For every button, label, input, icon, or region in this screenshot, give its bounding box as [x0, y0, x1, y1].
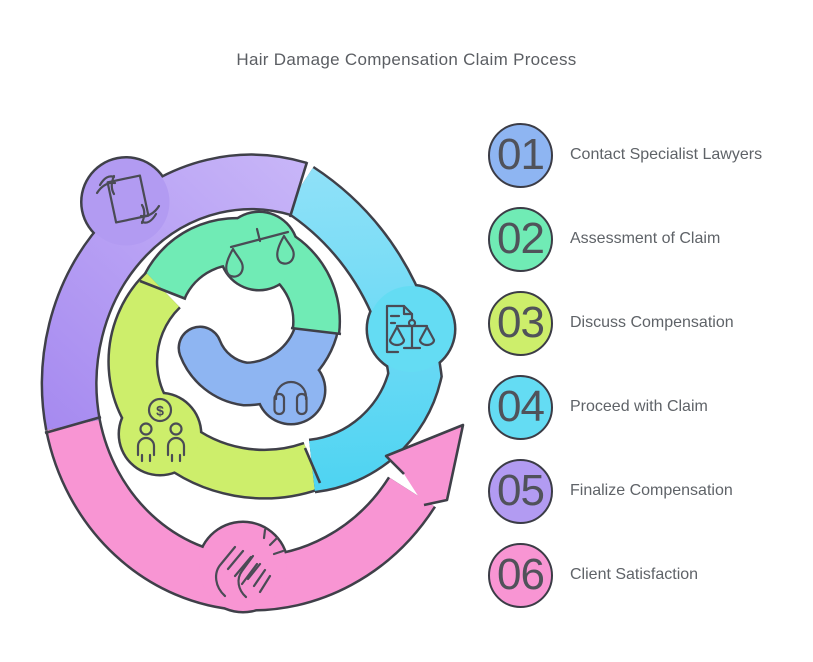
- step-number-badge: 02: [488, 206, 553, 272]
- flow-arrowhead-outline: [384, 423, 465, 507]
- step-number-badge: 01: [488, 122, 553, 188]
- step-bubble-finalize: [82, 158, 170, 246]
- step-label: Finalize Compensation: [570, 481, 733, 499]
- people-money-icon: $: [136, 397, 186, 463]
- legend-row: 01 Contact Specialist Lawyers: [488, 120, 788, 190]
- segment-joint-line: [303, 447, 322, 484]
- step-label: Client Satisfaction: [570, 565, 699, 583]
- segment-joint-lines: [44, 161, 342, 484]
- step-label: Contact Specialist Lawyers: [570, 145, 763, 163]
- segment-joint-line: [288, 161, 309, 218]
- dollar-glyph: $: [156, 403, 164, 419]
- headphones-icon: [273, 380, 308, 416]
- step-label: Proceed with Claim: [570, 397, 708, 415]
- spiral-segment-assessment: [140, 210, 342, 334]
- step-bubble-assessment: [221, 213, 297, 289]
- legend-row: 05 Finalize Compensation: [488, 456, 788, 526]
- step-number-badge: 06: [488, 542, 553, 608]
- step-bubble-contact: [258, 357, 324, 423]
- segment-joint-line: [44, 415, 102, 435]
- legend-row: 03 Discuss Compensation: [488, 288, 788, 358]
- clapping-hands-icon: [215, 528, 285, 599]
- spiral-segment-contact: [177, 308, 339, 426]
- legal-document-icon: [385, 304, 436, 354]
- segment-joint-line: [139, 279, 187, 301]
- legend-row: 04 Proceed with Claim: [488, 372, 788, 442]
- legend-row: 02 Assessment of Claim: [488, 204, 788, 274]
- step-number-badge: 03: [488, 290, 553, 356]
- step-number-badge: 04: [488, 374, 553, 440]
- step-label: Discuss Compensation: [570, 313, 734, 331]
- justice-scales-icon: [225, 227, 295, 278]
- segment-joint-line: [290, 326, 342, 336]
- page-title: Hair Damage Compensation Claim Process: [236, 50, 577, 69]
- legend-row: 06 Client Satisfaction: [488, 540, 788, 610]
- hands-document-icon: [95, 174, 161, 225]
- step-label: Assessment of Claim: [570, 229, 721, 247]
- flow-arrowhead: [386, 425, 463, 505]
- step-number-badge: 05: [488, 458, 553, 524]
